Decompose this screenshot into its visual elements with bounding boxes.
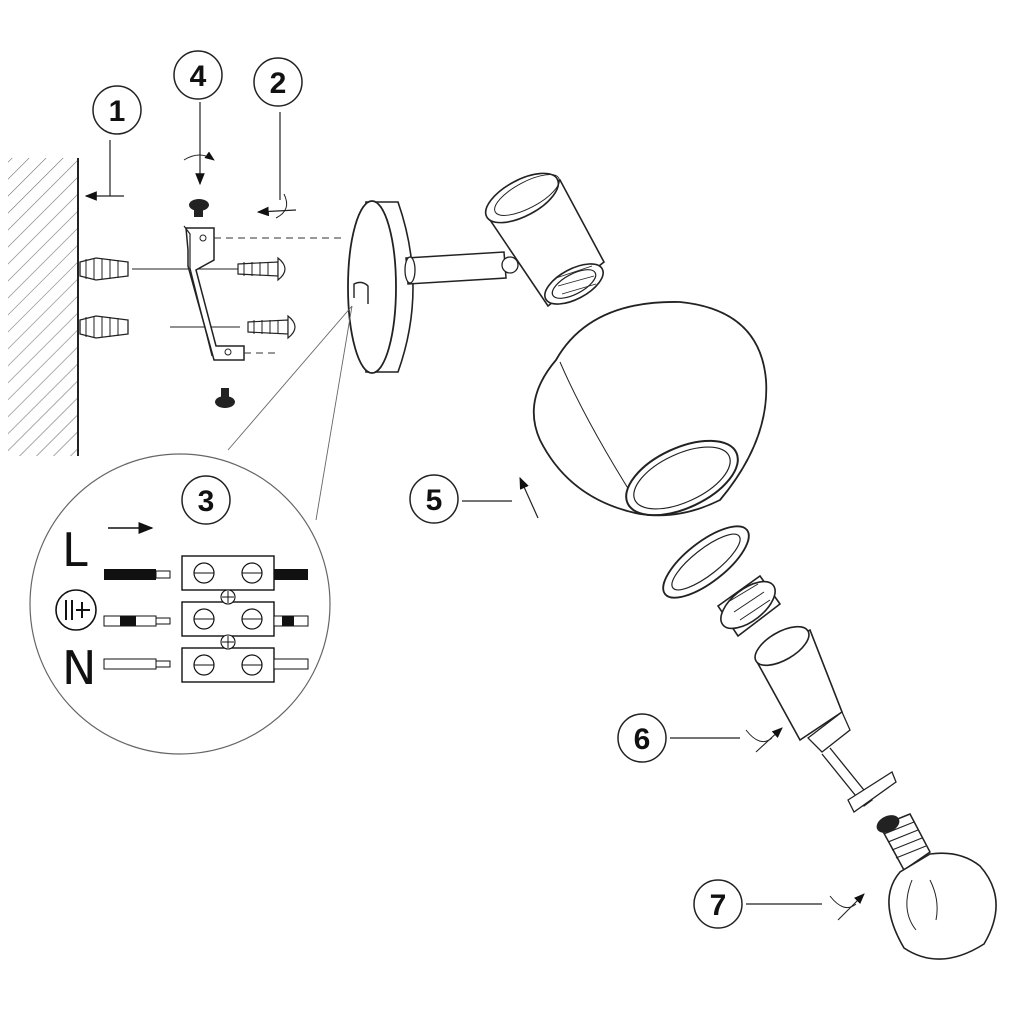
step-1-number: 1	[109, 95, 126, 128]
rotate-arrow-icon	[275, 193, 288, 219]
glass-shade	[532, 301, 768, 517]
wall-plate	[347, 200, 414, 374]
step-5-callout: 5	[409, 474, 539, 524]
step-4-number: 4	[190, 60, 207, 93]
wiring-detail: 3 L N	[29, 453, 331, 755]
rotate-arrow-icon	[829, 895, 857, 909]
retaining-ring	[662, 525, 750, 599]
bracket-screw-top	[189, 199, 209, 217]
step-6-number: 6	[634, 723, 651, 756]
step-4-callout: 4	[173, 50, 223, 186]
step-1-callout: 1	[84, 85, 142, 201]
step-2-number: 2	[270, 67, 287, 100]
spot-head	[484, 172, 606, 308]
light-bulb	[876, 813, 997, 960]
wall-plug-upper	[79, 257, 240, 281]
detail-callout-line-right	[315, 305, 353, 521]
mounting-bracket	[183, 225, 346, 361]
step-6-callout: 6	[617, 713, 783, 763]
step-7-callout: 7	[693, 879, 865, 929]
bracket-screw-bottom	[215, 388, 235, 408]
neutral-label: N	[62, 641, 96, 695]
lamp-socket	[754, 625, 897, 813]
wall	[8, 158, 79, 456]
neutral-wire	[103, 658, 157, 670]
step-5-number: 5	[426, 484, 443, 517]
earth-ground-icon	[55, 589, 97, 631]
wall-plug-lower	[79, 315, 240, 339]
threaded-nut	[716, 574, 782, 638]
terminal-block	[181, 555, 275, 683]
step-2-callout: 2	[253, 57, 303, 219]
spot-arm	[404, 251, 519, 285]
wall-screw-lower	[247, 314, 296, 340]
detail-callout-line-left	[227, 305, 353, 451]
live-label: L	[62, 523, 88, 577]
step-7-number: 7	[710, 889, 727, 922]
live-wire	[104, 569, 156, 580]
step-3-number: 3	[198, 485, 215, 518]
wall-screw-upper	[237, 256, 286, 282]
rotate-arrow-icon	[183, 151, 215, 161]
rotate-arrow-icon	[745, 729, 773, 743]
